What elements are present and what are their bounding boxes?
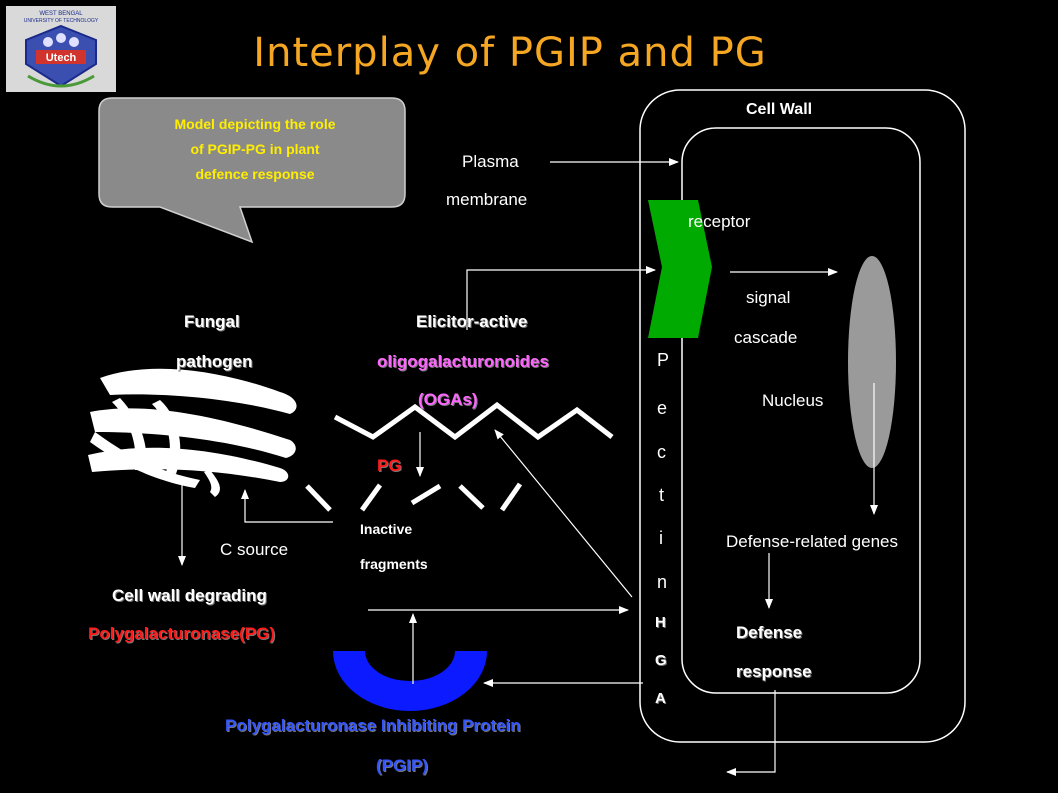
- callout-line1: Model depicting the role: [174, 116, 336, 132]
- callout-line2: of PGIP-PG in plant: [190, 141, 320, 157]
- page-title: Interplay of PGIP and PG: [253, 30, 767, 76]
- callout-line3: defence response: [195, 166, 315, 182]
- arrow-hga-oga: [494, 429, 633, 598]
- cwd-label-2: Polygalacturonase(PG): [88, 624, 276, 643]
- pgip-label-2: (PGIP): [376, 756, 428, 775]
- cwd-label-1: Cell wall degrading: [112, 586, 267, 605]
- c-source-label: C source: [220, 540, 289, 559]
- pectin-letter-i: i: [659, 528, 663, 548]
- pectin-letter-e: e: [657, 398, 668, 418]
- inactive-fragments: [305, 482, 523, 512]
- pectin-letter-c: c: [657, 442, 666, 462]
- elicitor-label-3: (OGAs): [418, 390, 478, 409]
- elicitor-label-1: Elicitor-active: [416, 312, 528, 331]
- fungal-hyphae: [88, 368, 297, 497]
- pgip-label-1: Polygalacturonase Inhibiting Protein: [225, 716, 521, 735]
- hga-letter-a: A: [655, 690, 666, 707]
- arrow-oga-receptor: [466, 266, 656, 330]
- logo-line1: WEST BENGAL: [39, 11, 83, 17]
- fungal-label-1: Fungal: [184, 312, 240, 331]
- plasma-label-2: membrane: [446, 190, 528, 209]
- arrow-c-source: [241, 489, 333, 523]
- cell-wall-outer: [639, 89, 966, 743]
- pectin-letter-p: P: [657, 350, 670, 370]
- plasma-membrane-inner: [681, 127, 921, 694]
- pg-label: PG: [377, 456, 402, 475]
- signal-label-2: cascade: [734, 328, 798, 347]
- nucleus-shape: [848, 256, 896, 468]
- pectin-letter-t: t: [659, 485, 665, 505]
- nucleus-label: Nucleus: [762, 391, 824, 410]
- hga-letter-h: H: [655, 614, 666, 631]
- plasma-label-1: Plasma: [462, 152, 519, 171]
- logo-emblem: WEST BENGAL UNIVERSITY OF TECHNOLOGY Ute…: [24, 11, 99, 88]
- callout-text: Model depicting the role of PGIP-PG in p…: [105, 112, 405, 187]
- pgip-shape: [333, 651, 487, 711]
- arrow-response-out: [726, 690, 776, 776]
- oga-chain: [333, 401, 614, 441]
- defense-response-label-2: response: [736, 662, 812, 681]
- logo-line2: UNIVERSITY OF TECHNOLOGY: [24, 18, 99, 24]
- defense-genes-label: Defense-related genes: [726, 532, 899, 551]
- receptor-label: receptor: [688, 212, 751, 231]
- fungal-label-2: pathogen: [176, 352, 253, 371]
- cell-wall-label: Cell Wall: [746, 101, 813, 118]
- signal-label-1: signal: [746, 288, 791, 307]
- hga-letter-g: G: [655, 652, 667, 669]
- utech-logo: WEST BENGAL UNIVERSITY OF TECHNOLOGY Ute…: [6, 6, 116, 92]
- elicitor-label-2: oligogalacturonoides: [377, 352, 549, 371]
- logo-name: Utech: [46, 52, 77, 64]
- callout-bubble: [98, 97, 406, 244]
- pectin-letter-n: n: [657, 572, 668, 592]
- inactive-label-2: fragments: [360, 556, 428, 572]
- defense-response-label-1: Defense: [736, 623, 803, 642]
- inactive-label-1: Inactive: [360, 521, 413, 537]
- receptor-shape: [648, 200, 712, 338]
